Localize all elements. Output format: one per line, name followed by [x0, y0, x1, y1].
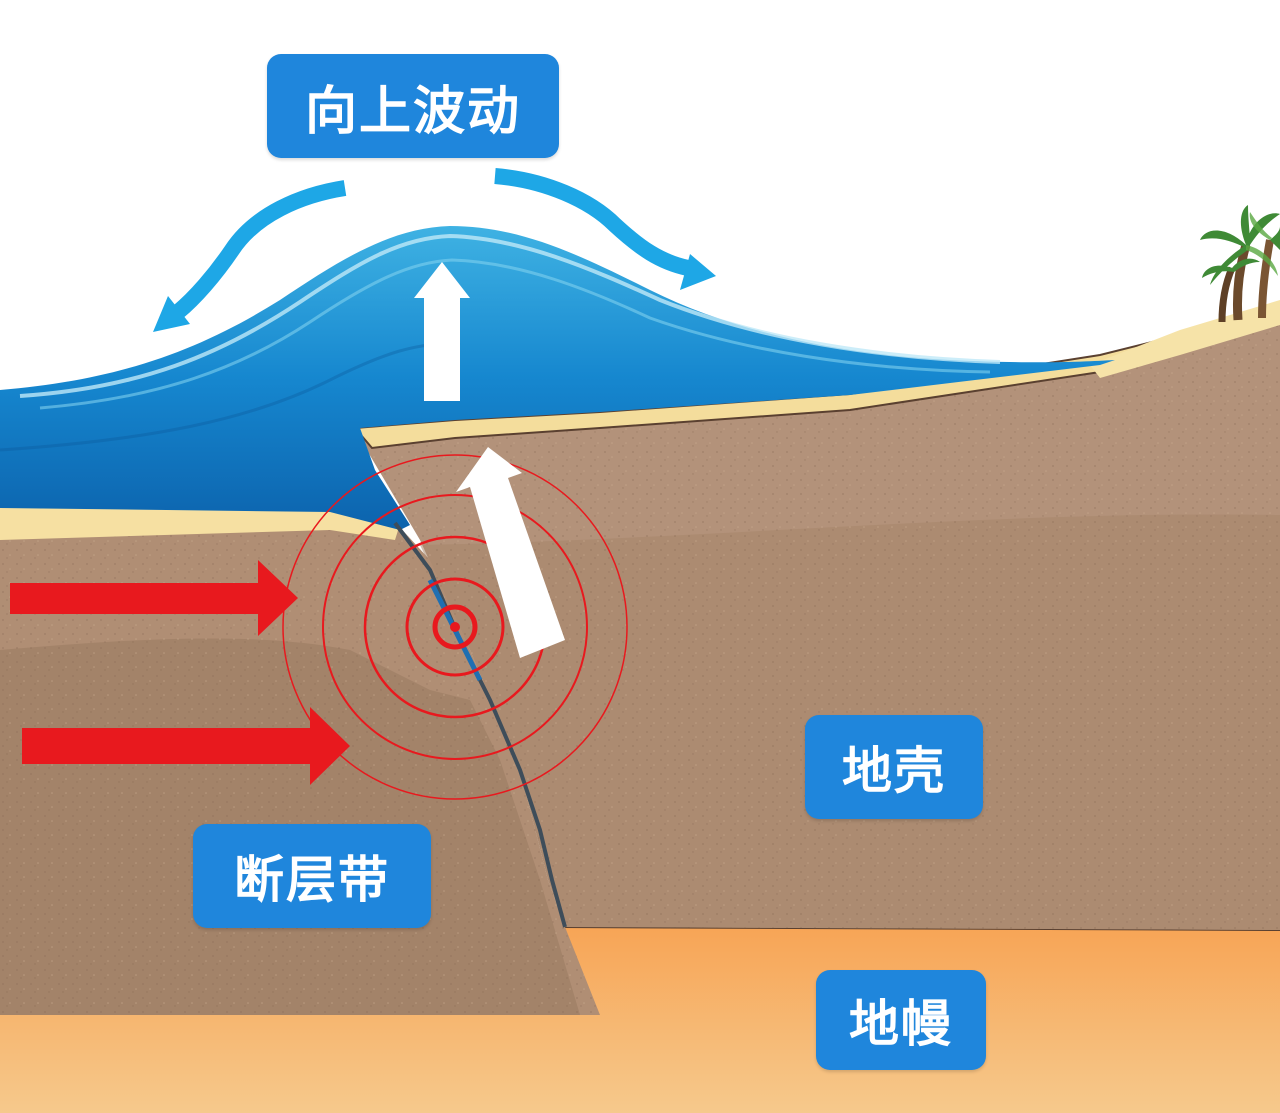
palm-tree-icon: [1200, 205, 1280, 323]
mantle-label: 地幔: [816, 970, 986, 1070]
wave-label: 向上波动: [267, 54, 559, 158]
epicenter-ring-2: [405, 577, 505, 677]
push-arrow-lower: [22, 707, 350, 785]
push-arrow-icon: [10, 560, 350, 785]
beach: [1090, 300, 1280, 378]
wave-arrow-left: [172, 180, 347, 319]
crust-label: 地壳: [805, 715, 983, 819]
push-arrow-upper: [10, 560, 298, 636]
uplift-arrow-vertical: [414, 262, 470, 401]
epicenter-icon: [282, 454, 628, 800]
wave-arrow-right: [494, 168, 690, 276]
epicenter-ring-4: [322, 494, 588, 760]
epicenter-ring-1: [432, 604, 478, 650]
mantle-boundary: [559, 926, 1280, 931]
epicenter-dot: [450, 622, 460, 632]
uplift-arrow-icon: [414, 262, 565, 658]
fault-zone-label: 断层带: [193, 824, 431, 928]
epicenter-ring-5: [282, 454, 628, 800]
fault-line: [393, 521, 567, 928]
wave-crest-highlight: [19, 233, 1001, 398]
wave-spread-arrow-icon: [172, 168, 690, 319]
uplift-arrow-diagonal: [456, 447, 565, 658]
seafloor-sand-left: [0, 505, 400, 540]
